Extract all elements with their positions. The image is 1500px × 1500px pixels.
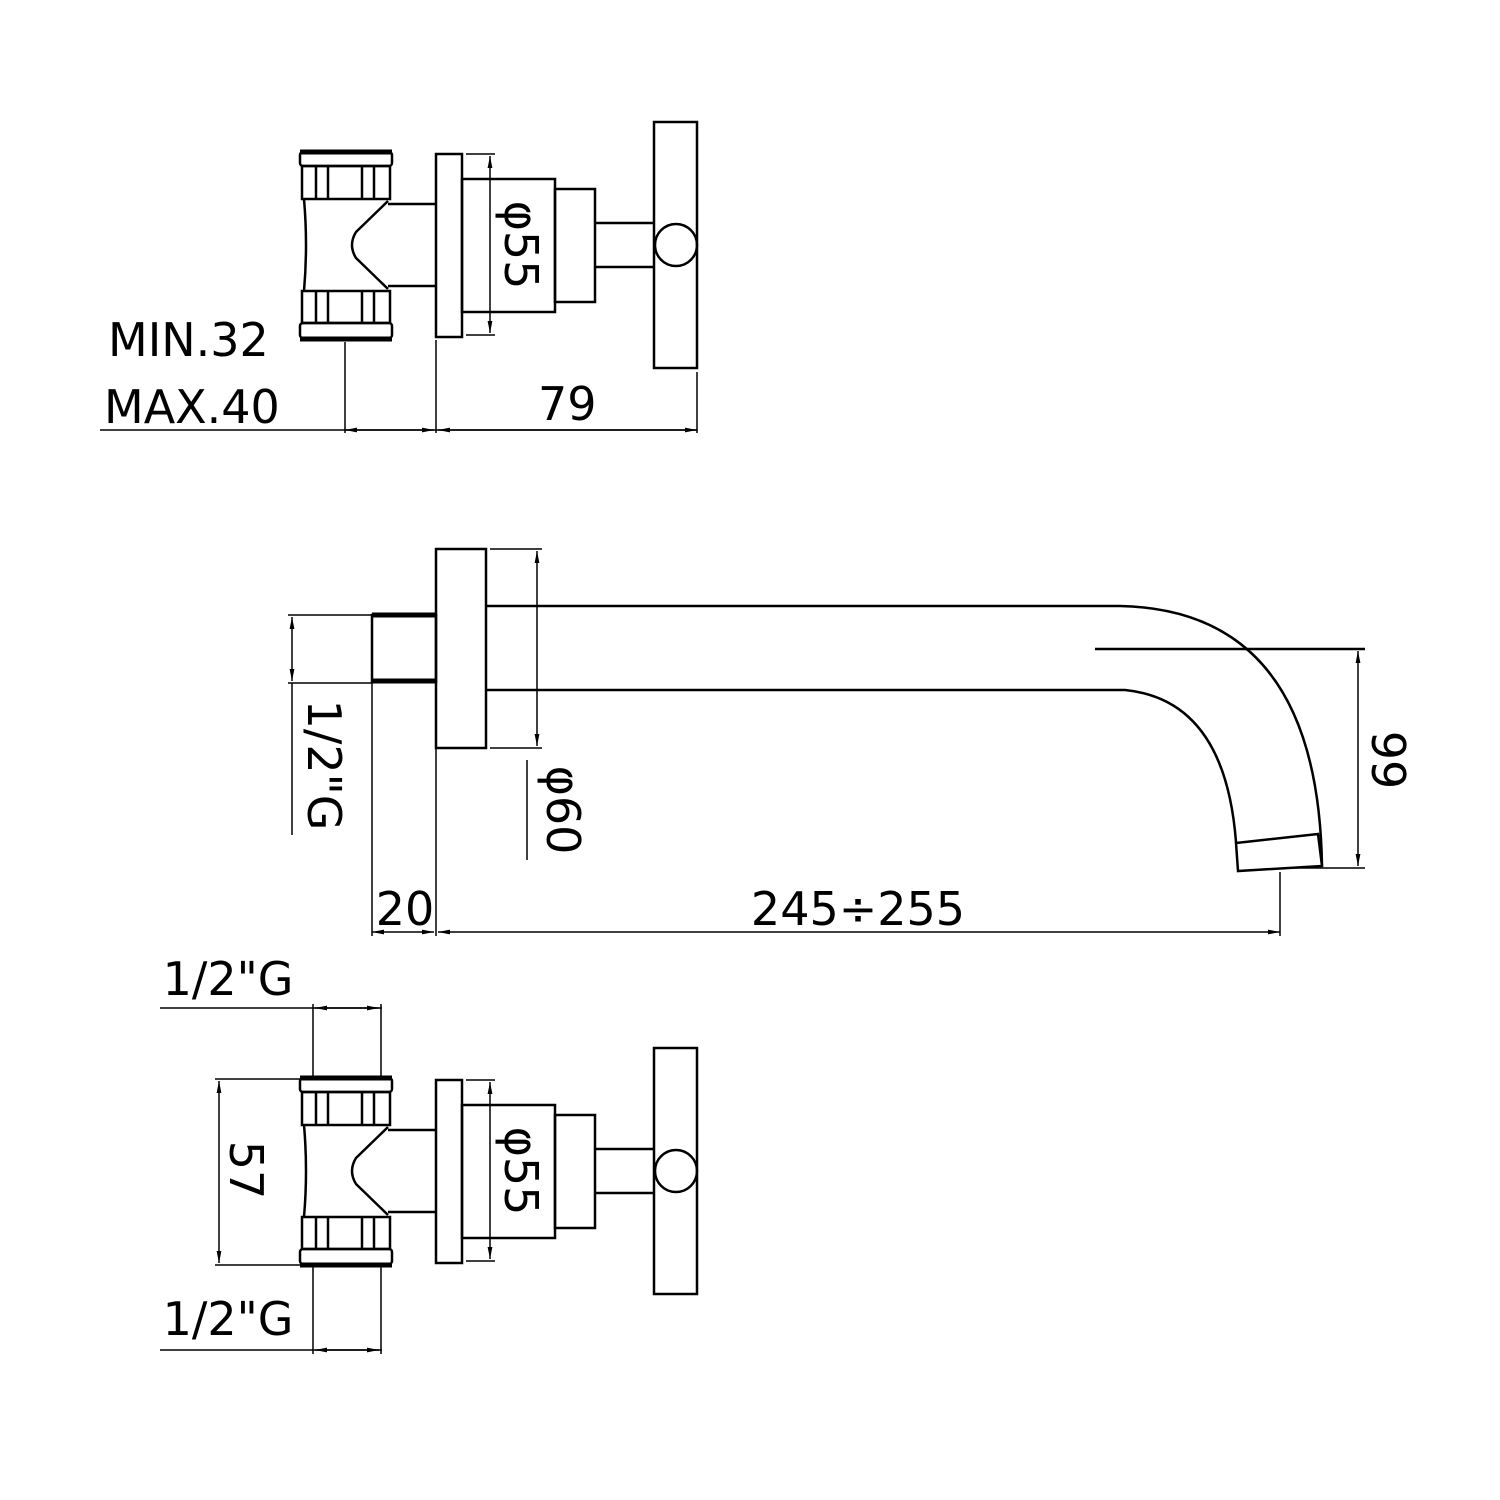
- bottom-valve-thread-bottom-label: 1/2"G: [163, 1292, 294, 1346]
- spout-thread-label: 1/2"G: [297, 700, 351, 831]
- top-valve-diameter-label: φ55: [494, 201, 548, 290]
- max-wall-label: MAX.40: [104, 380, 280, 434]
- top-valve-depth-label: 79: [538, 377, 597, 431]
- spout: 99 φ60 1/2"G 20 245÷255: [288, 547, 1415, 936]
- spout-offset-label: 20: [376, 882, 435, 936]
- bottom-valve-diameter-label: φ55: [494, 1127, 548, 1216]
- bottom-valve-height-label: 57: [219, 1141, 273, 1200]
- bottom-valve-thread-top-label: 1/2"G: [163, 952, 294, 1006]
- spout-height-label: 99: [1361, 731, 1415, 790]
- min-wall-label: MIN.32: [108, 313, 269, 367]
- spout-diameter-label: φ60: [536, 766, 590, 855]
- bottom-valve: φ55 1/2"G 57 1/2"G: [160, 952, 697, 1354]
- top-valve: φ55 MIN.32 MAX.40 79: [100, 122, 697, 434]
- spout-length-label: 245÷255: [751, 882, 965, 936]
